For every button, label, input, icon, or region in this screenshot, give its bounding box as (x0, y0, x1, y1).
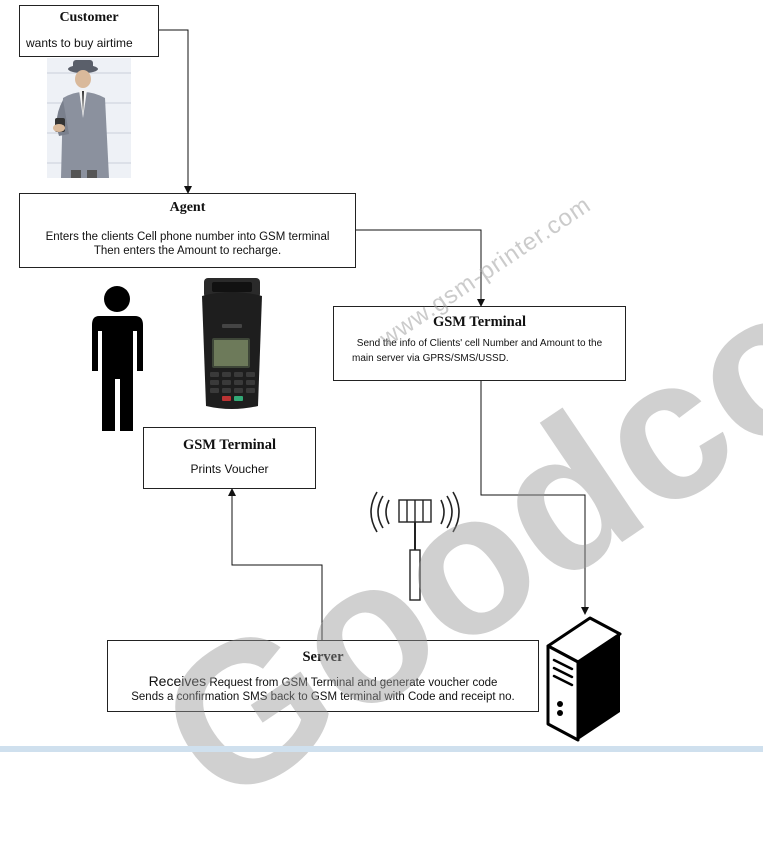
server-box: Server Receives Request from GSM Termina… (107, 640, 539, 712)
gsm-terminal-device (202, 278, 262, 409)
customer-description: wants to buy airtime (26, 36, 133, 50)
customer-box: Customer wants to buy airtime (19, 5, 159, 57)
gsm-terminal-print-description: Prints Voucher (190, 462, 269, 476)
server-line-1-lead: Receives (148, 673, 207, 689)
server-line-1: Receives Request from GSM Terminal and g… (108, 674, 538, 690)
agent-instruction-2: Then enters the Amount to recharge. (93, 245, 282, 257)
agent-person-icon (92, 286, 143, 431)
arrow-server-to-gsm-print (228, 488, 323, 640)
server-computer-icon (546, 616, 622, 742)
gsm-terminal-send-line-2: main server via GPRS/SMS/USSD. (352, 353, 509, 364)
server-line-2: Sends a confirmation SMS back to GSM ter… (131, 691, 515, 703)
customer-illustration (47, 58, 131, 178)
gsm-terminal-print-box: GSM Terminal Prints Voucher (143, 427, 316, 489)
customer-title: Customer (59, 10, 119, 25)
arrow-gsm-terminal-to-server-pc (480, 381, 589, 615)
arrow-agent-to-gsm-terminal (355, 229, 485, 307)
flow-connectors (159, 29, 589, 640)
bottom-border (0, 746, 763, 752)
arrow-customer-to-agent (159, 29, 192, 194)
agent-instruction-1: Enters the clients Cell phone number int… (45, 231, 330, 243)
gsm-terminal-send-title: GSM Terminal (432, 314, 527, 330)
antenna-tower-icon (370, 491, 460, 601)
gsm-terminal-send-line-1: Send the info of Clients' cell Number an… (356, 338, 603, 349)
server-line-1-rest: Request from GSM Terminal and generate v… (206, 677, 498, 689)
gsm-terminal-print-title: GSM Terminal (182, 437, 277, 453)
agent-box: Agent Enters the clients Cell phone numb… (19, 193, 356, 268)
gsm-terminal-send-box: GSM Terminal Send the info of Clients' c… (333, 306, 626, 381)
server-title: Server (302, 649, 344, 665)
agent-title: Agent (169, 200, 206, 215)
